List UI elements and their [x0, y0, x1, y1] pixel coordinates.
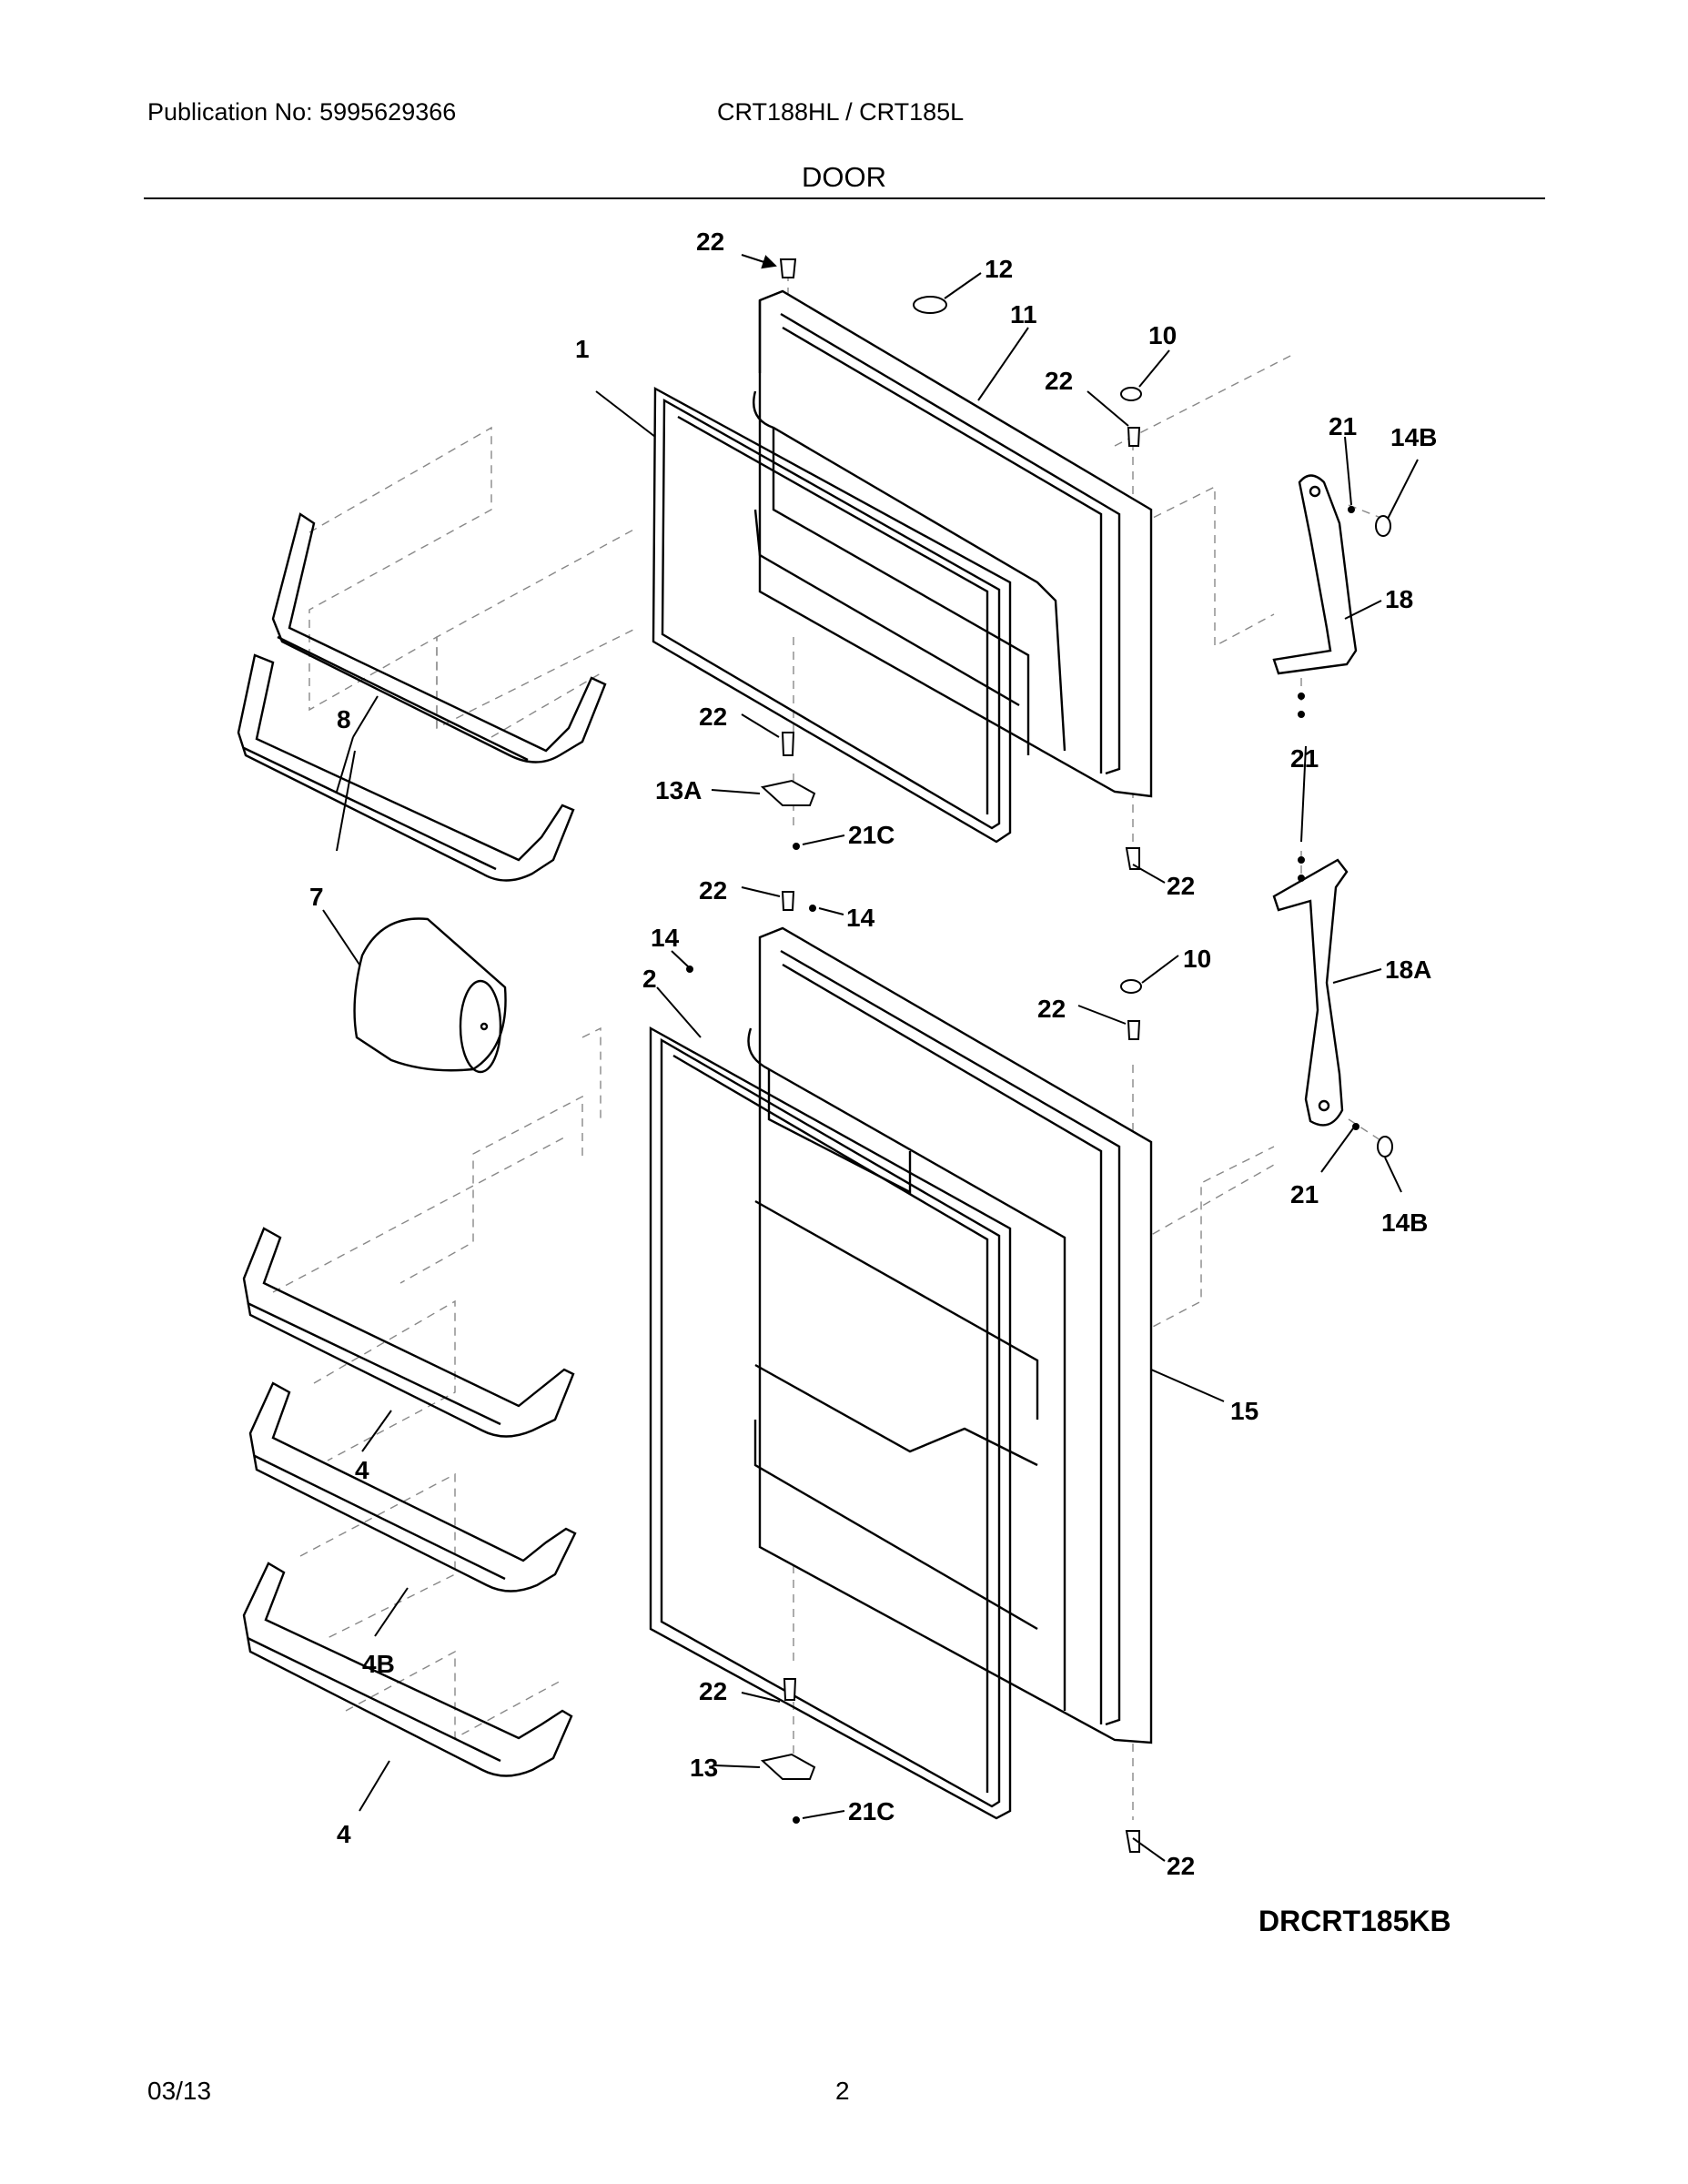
callout-labels: 22 12 11 10 22 1 21 14B 18 8 22 13A 21C …: [309, 228, 1437, 1880]
callout-22: 22: [1167, 872, 1195, 900]
screw-21c-lower: [793, 1816, 800, 1824]
callout-10: 10: [1183, 945, 1211, 973]
screw-22-upper-hinge: [1125, 847, 1140, 870]
callout-14b: 14B: [1390, 423, 1437, 451]
callout-21: 21: [1290, 1180, 1319, 1208]
callout-14: 14: [651, 924, 680, 952]
model-numbers: CRT188HL / CRT185L: [717, 98, 965, 126]
dairy-door: [353, 917, 507, 1074]
screw-22-lower-hinge: [1125, 1830, 1140, 1853]
bracket-13a: [760, 779, 816, 806]
callout-7: 7: [309, 883, 324, 911]
callout-21c: 21C: [848, 1797, 895, 1825]
screw-22-lower-right: [1127, 1020, 1141, 1040]
footer-date: 03/13: [147, 2077, 212, 2105]
callout-14b: 14B: [1381, 1208, 1428, 1237]
header-rule: [144, 197, 1545, 199]
callout-22: 22: [699, 876, 727, 905]
screw-21-lower: [1352, 1123, 1359, 1130]
section-title: DOOR: [802, 161, 886, 193]
callout-22: 22: [1045, 367, 1073, 395]
screw-21-mid-d: [1298, 875, 1305, 882]
callout-22: 22: [699, 1677, 727, 1705]
callout-21: 21: [1290, 744, 1319, 773]
screw-22-upper-right: [1127, 427, 1141, 447]
plug-10-lower: [1120, 979, 1142, 994]
callout-15: 15: [1230, 1397, 1258, 1425]
callout-18: 18: [1385, 585, 1413, 613]
callout-2: 2: [642, 965, 657, 993]
upper-hinge: [1272, 474, 1358, 675]
callout-18a: 18A: [1385, 956, 1431, 984]
cap-14b-lower: [1377, 1136, 1393, 1158]
callout-12: 12: [985, 255, 1013, 283]
cap-14b-upper: [1375, 515, 1391, 537]
pin-14-right: [809, 905, 816, 912]
screw-21-upper: [1348, 506, 1355, 513]
door-shelf-bins: [237, 512, 607, 1777]
upper-door-gasket: [652, 386, 1012, 844]
lower-door-panel: [747, 926, 1153, 1744]
screw-22-upper-bottom: [781, 732, 795, 756]
callout-22: 22: [699, 703, 727, 731]
bracket-13: [760, 1753, 816, 1780]
callout-14: 14: [846, 904, 875, 932]
plug-10-upper: [1120, 387, 1142, 401]
callout-22: 22: [1037, 995, 1066, 1023]
callout-13: 13: [690, 1754, 718, 1782]
callout-4b: 4B: [362, 1650, 395, 1678]
lower-door-gasket: [649, 1026, 1012, 1820]
callout-21: 21: [1329, 412, 1357, 440]
drawing-code: DRCRT185KB: [1258, 1905, 1451, 1937]
callout-11: 11: [1010, 300, 1037, 329]
screw-21-mid-c: [1298, 856, 1305, 864]
callout-10: 10: [1148, 321, 1177, 349]
lower-hinge: [1272, 858, 1349, 1127]
screw-22-lower-bottom: [783, 1678, 797, 1701]
callout-13a: 13A: [655, 776, 702, 804]
leader-lines: [322, 254, 1419, 1862]
callout-21c: 21C: [848, 821, 895, 849]
screw-21-mid-b: [1298, 711, 1305, 718]
callout-8: 8: [337, 705, 351, 733]
callout-1: 1: [575, 335, 590, 363]
plug-12: [913, 296, 947, 314]
callout-22: 22: [696, 228, 724, 256]
screw-22-top: [779, 258, 797, 278]
pin-14-left: [686, 966, 693, 973]
hardware-parts: [686, 258, 1393, 1853]
publication-number: Publication No: 5995629366: [147, 98, 457, 126]
page-number: 2: [835, 2077, 850, 2105]
callout-22: 22: [1167, 1852, 1195, 1880]
callout-4: 4: [337, 1820, 351, 1848]
upper-door-panel: [753, 289, 1153, 798]
screw-21-mid-a: [1298, 693, 1305, 700]
screw-22-lower-top: [781, 891, 795, 911]
callout-4: 4: [355, 1456, 369, 1484]
screw-21c-upper: [793, 843, 800, 850]
